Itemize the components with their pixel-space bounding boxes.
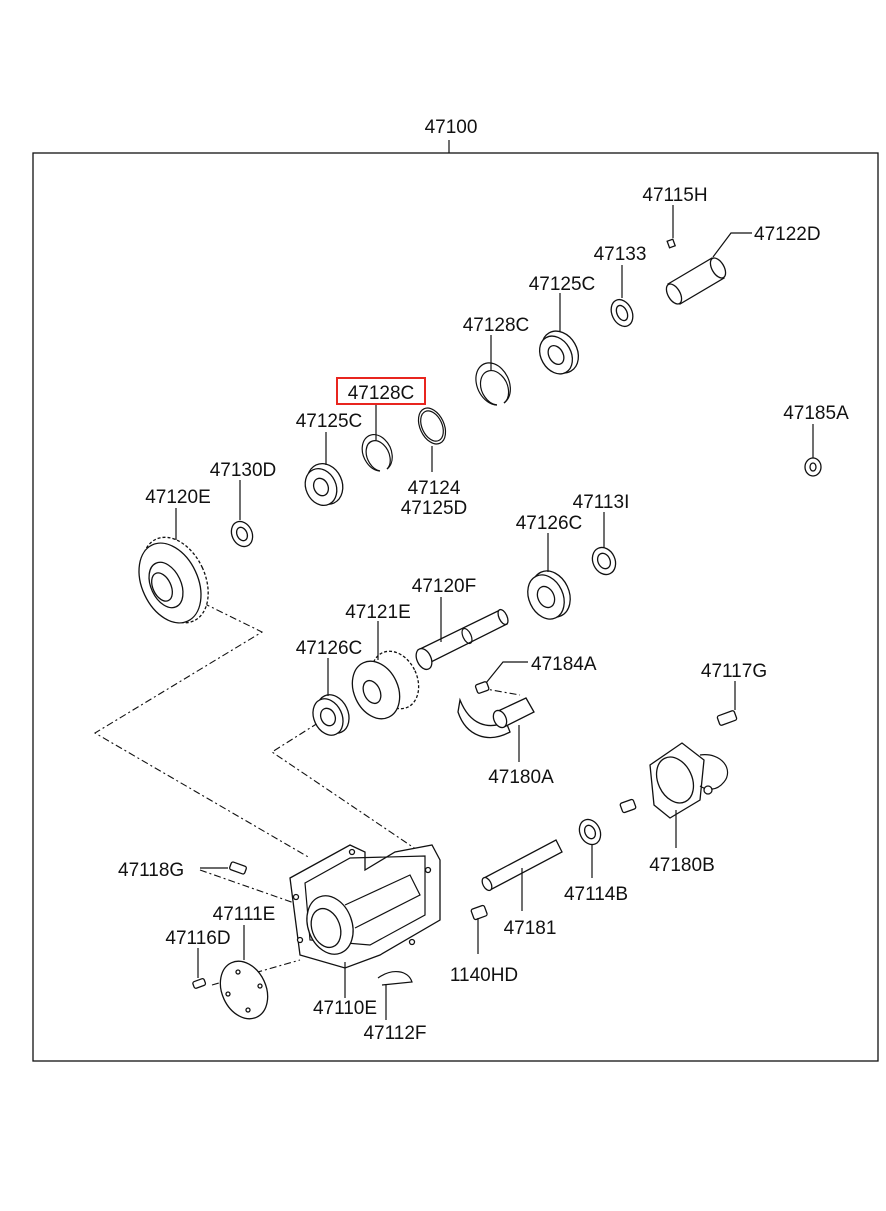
part-plug[interactable] bbox=[619, 798, 637, 814]
part-47124-ring[interactable] bbox=[413, 404, 451, 449]
label-47126c-right[interactable]: 47126C bbox=[516, 513, 583, 534]
label-47121e[interactable]: 47121E bbox=[345, 602, 411, 623]
part-47130d-washer[interactable] bbox=[227, 518, 256, 550]
part-47117g-bolt[interactable] bbox=[716, 710, 738, 726]
label-47124[interactable]: 47124 bbox=[408, 478, 461, 499]
highlight-box bbox=[336, 377, 426, 405]
part-47133-washer[interactable] bbox=[607, 296, 637, 330]
part-47120f-shaft[interactable] bbox=[413, 608, 510, 672]
part-47122d-shaft[interactable] bbox=[663, 255, 728, 306]
label-47112f[interactable]: 47112F bbox=[363, 1023, 426, 1044]
dash-path-bearing bbox=[270, 722, 433, 861]
part-47181-rod[interactable] bbox=[480, 839, 563, 892]
leader-47122d bbox=[712, 232, 752, 258]
dash-path-gear bbox=[93, 602, 311, 859]
part-47116d-screw[interactable] bbox=[192, 978, 207, 989]
label-47184a[interactable]: 47184A bbox=[531, 654, 597, 675]
part-47125c-bearing-mid[interactable] bbox=[299, 458, 349, 511]
leader-47184a bbox=[485, 661, 528, 684]
part-47120e-gear[interactable] bbox=[127, 527, 221, 634]
part-47125c-bearing-top[interactable] bbox=[533, 324, 586, 379]
label-47125c-mid[interactable]: 47125C bbox=[296, 411, 363, 432]
label-47126c-left[interactable]: 47126C bbox=[296, 638, 363, 659]
label-47114b[interactable]: 47114B bbox=[564, 884, 628, 905]
assembly-label[interactable]: 47100 bbox=[425, 117, 478, 138]
part-47128c-snap-ring-top[interactable] bbox=[475, 362, 511, 406]
label-47133[interactable]: 47133 bbox=[594, 244, 647, 265]
part-47112f-clip[interactable] bbox=[377, 971, 413, 986]
label-47180a[interactable]: 47180A bbox=[488, 767, 554, 788]
label-47113i[interactable]: 47113I bbox=[573, 492, 630, 513]
label-47128c-top[interactable]: 47128C bbox=[463, 315, 530, 336]
part-47118g-pin[interactable] bbox=[229, 861, 247, 875]
label-47130d[interactable]: 47130D bbox=[210, 460, 277, 481]
label-47185a[interactable]: 47185A bbox=[783, 403, 849, 424]
part-47180a-fork[interactable] bbox=[457, 697, 535, 739]
label-47125d[interactable]: 47125D bbox=[401, 498, 468, 519]
label-47118g[interactable]: 47118G bbox=[118, 860, 184, 881]
label-47120e[interactable]: 47120E bbox=[145, 487, 211, 508]
part-47110e-housing[interactable] bbox=[289, 844, 441, 969]
part-47128c-snap-ring-mid[interactable] bbox=[361, 434, 393, 472]
assembly-frame bbox=[32, 152, 879, 1062]
label-47120f[interactable]: 47120F bbox=[412, 576, 476, 597]
label-1140hd[interactable]: 1140HD bbox=[450, 965, 518, 986]
label-47180b[interactable]: 47180B bbox=[649, 855, 715, 876]
part-47115h-pin[interactable] bbox=[666, 238, 677, 249]
label-47115h[interactable]: 47115H bbox=[642, 185, 707, 206]
part-47180b-cover[interactable] bbox=[649, 742, 729, 819]
part-47121e-gear[interactable] bbox=[343, 644, 427, 727]
part-47126c-bearing-left[interactable] bbox=[307, 690, 355, 741]
part-47113i-washer[interactable] bbox=[588, 544, 620, 579]
label-47181[interactable]: 47181 bbox=[504, 918, 557, 939]
part-1140hd-plug[interactable] bbox=[470, 904, 488, 921]
label-47125c-top[interactable]: 47125C bbox=[529, 274, 596, 295]
label-47110e[interactable]: 47110E bbox=[313, 998, 377, 1019]
label-47111e[interactable]: 47111E bbox=[213, 904, 276, 925]
label-47116d[interactable]: 47116D bbox=[165, 928, 230, 949]
label-47122d[interactable]: 47122D bbox=[754, 224, 821, 245]
dash-path-pin bbox=[199, 869, 301, 906]
label-47128c-highlighted[interactable]: 47128C bbox=[348, 383, 415, 404]
part-47185a-nut[interactable] bbox=[804, 457, 822, 477]
part-47114b-seal[interactable] bbox=[575, 816, 604, 848]
part-47184a-bolt[interactable] bbox=[474, 681, 490, 694]
label-47117g[interactable]: 47117G bbox=[701, 661, 767, 682]
part-47111e-cover[interactable] bbox=[211, 954, 276, 1027]
part-47126c-bearing-right[interactable] bbox=[521, 565, 578, 625]
